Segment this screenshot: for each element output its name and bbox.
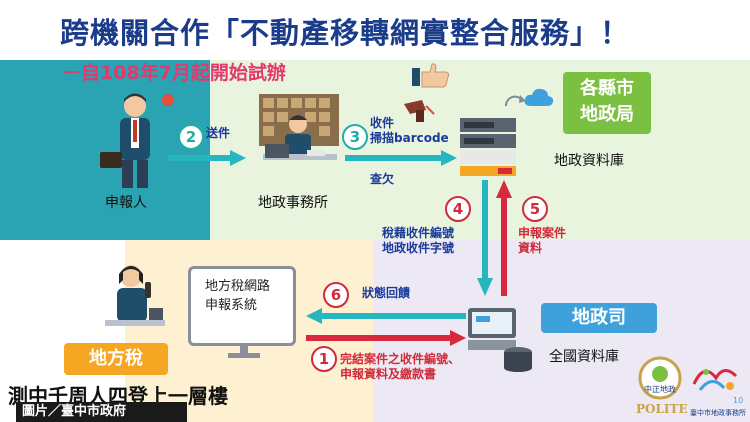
step-3-badge: 3 <box>342 124 368 150</box>
step-6-badge: 6 <box>323 282 349 308</box>
step-2-text: 送件 <box>206 126 231 140</box>
step-3-text: 收件掃描barcode <box>370 116 449 145</box>
logo-ten: 10 <box>733 396 744 405</box>
county-bureau-line2: 地政局 <box>580 104 634 125</box>
land-database-icon <box>458 118 518 182</box>
monitor-stand <box>224 344 264 363</box>
zhongzheng-badge-logo: 中正地政 <box>638 356 682 404</box>
cloud-icon <box>523 86 555 112</box>
tax-system-line2: 申報系統 <box>205 298 258 313</box>
polite-logo-text: POLITE <box>636 402 688 416</box>
national-database-icon <box>468 302 538 376</box>
step-6-text: 狀態回饋 <box>362 286 411 300</box>
arrow-status-feedback <box>306 308 466 328</box>
national-db-label: 全國資料庫 <box>549 349 619 365</box>
step-4-text: 稅藉收件編號地政收件字號 <box>382 226 455 255</box>
svg-text:中正地政: 中正地政 <box>644 384 676 394</box>
step-5-badge: 5 <box>522 196 548 222</box>
land-dept-tag: 地政司 <box>541 303 657 333</box>
county-bureau-line1: 各縣市 <box>580 78 634 99</box>
tax-system-monitor: 地方稅網路 申報系統 <box>188 266 296 346</box>
arrow-up-red <box>496 180 512 300</box>
arrow-send <box>168 150 246 170</box>
land-office-label: 地政事務所 <box>258 195 328 211</box>
arrow-down-teal <box>477 180 493 300</box>
applicant-person-icon <box>90 90 180 194</box>
page-title: 跨機關合作「不動產移轉網實整合服務」！ <box>60 16 631 50</box>
taichung-office-name: 臺中市地政事務所 <box>690 409 746 417</box>
arrow-complete-case <box>306 330 466 350</box>
white-lower-left <box>0 240 125 422</box>
applicant-label: 申報人 <box>105 195 147 211</box>
land-db-label: 地政資料庫 <box>554 153 624 169</box>
arrow-scan <box>345 150 457 170</box>
step-4-badge: 4 <box>445 196 471 222</box>
tax-system-line1: 地方稅網路 <box>205 279 271 294</box>
county-bureau-tag: 各縣市 地政局 <box>563 72 651 134</box>
land-office-icon <box>255 92 345 191</box>
local-tax-tag: 地方稅 <box>64 343 168 375</box>
step-5-text: 申報案件資料 <box>518 226 567 255</box>
page-subtitle: －自108年7月起開始試辦 <box>62 62 286 84</box>
thumbs-up-icon <box>412 62 452 92</box>
check-arrears-text: 查欠 <box>370 172 395 186</box>
step-1-text: 完結案件之收件編號、申報資料及繳款書 <box>340 352 461 381</box>
step-2-badge: 2 <box>178 124 204 150</box>
taichung-office-logo <box>690 360 746 400</box>
barcode-scanner-icon <box>402 100 436 126</box>
refresh-icon <box>500 92 530 120</box>
step-1-badge: 1 <box>311 346 337 372</box>
tax-officer-icon <box>95 258 175 342</box>
photo-credit: 圖片／臺中市政府 <box>16 402 187 422</box>
